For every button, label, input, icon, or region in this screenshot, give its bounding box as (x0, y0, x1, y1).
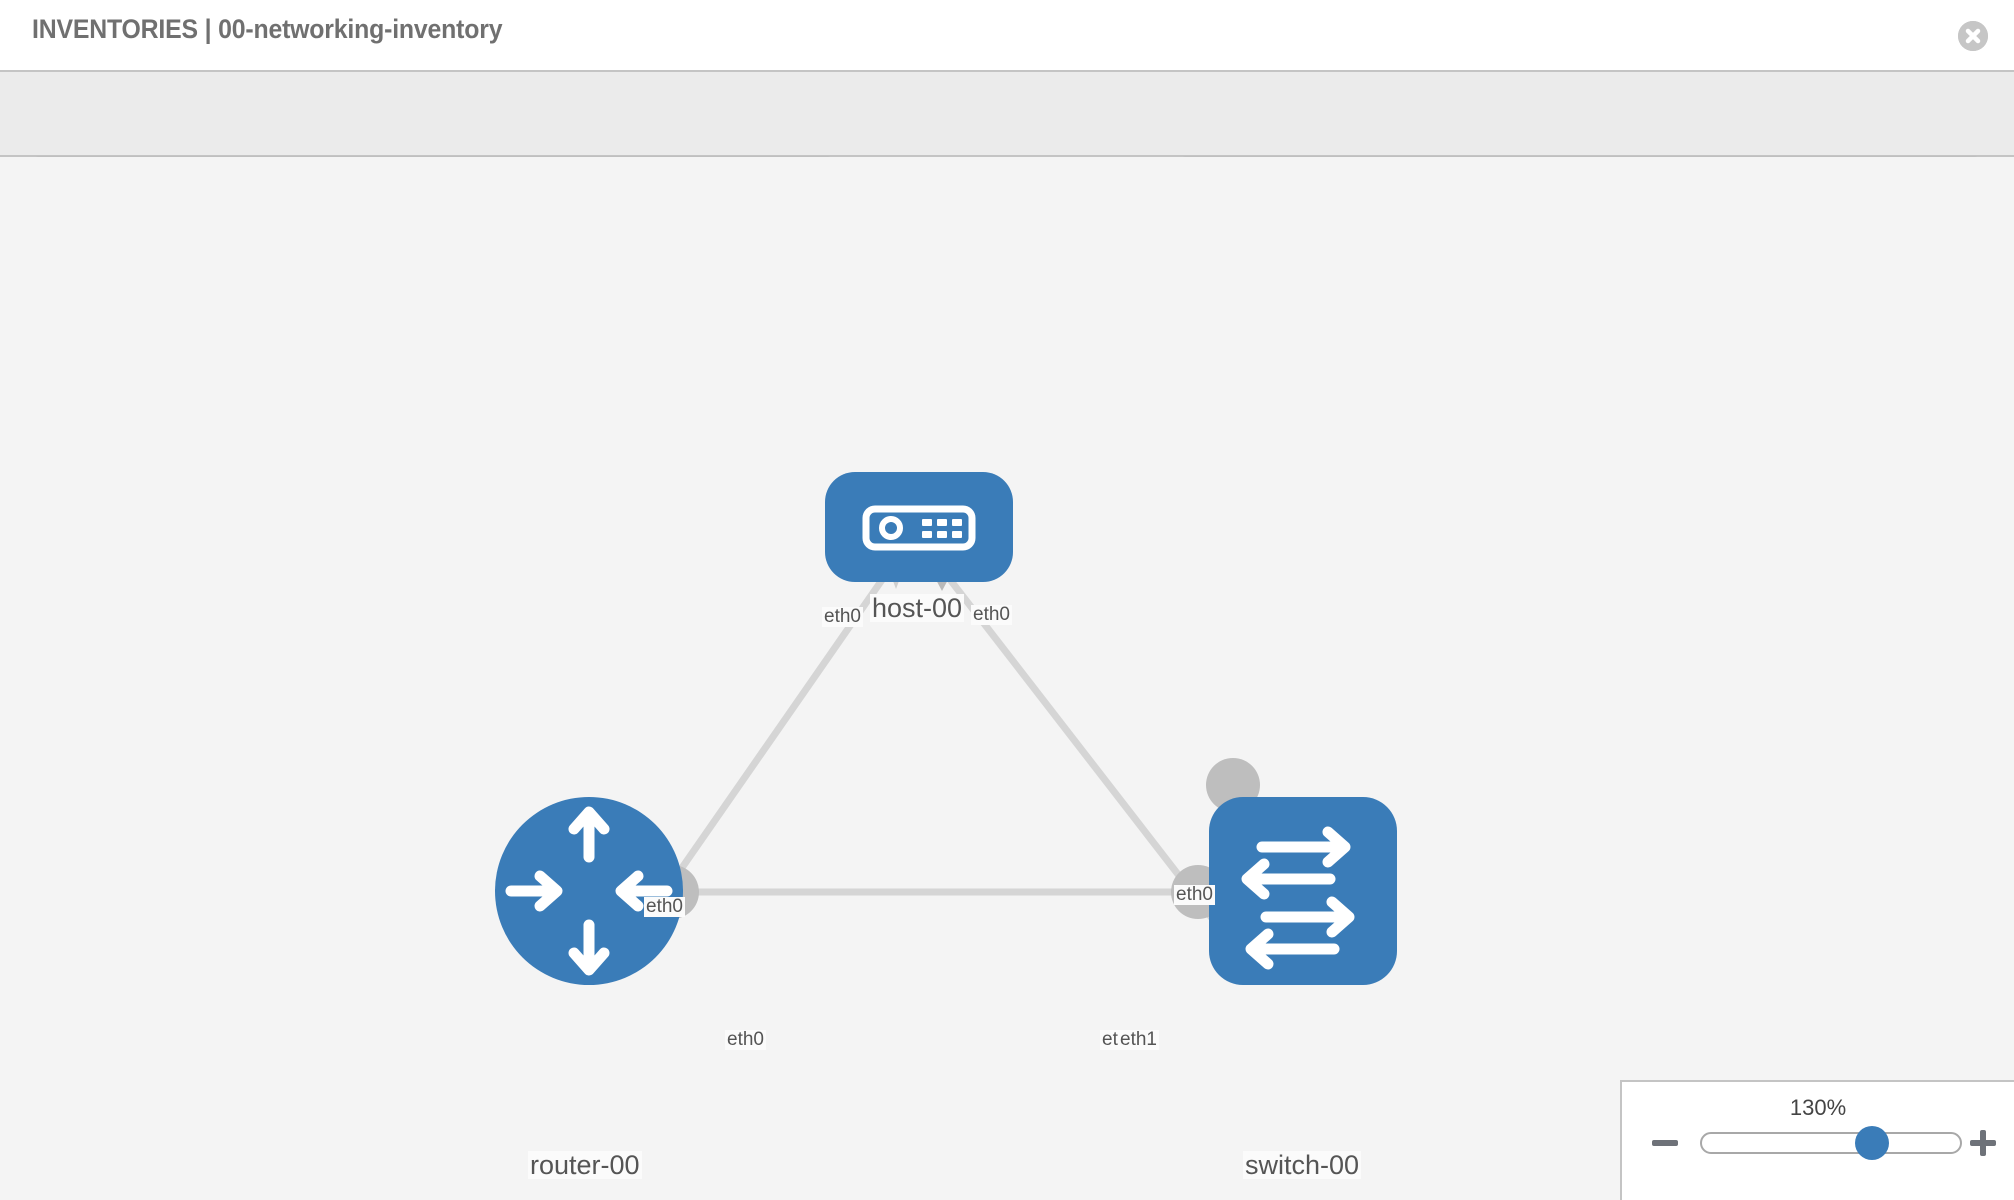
iface-label-host00-eth0-left: eth0 (822, 606, 863, 627)
zoom-slider-thumb[interactable] (1855, 1126, 1890, 1160)
node-label-host-00: host-00 (870, 593, 965, 623)
page-header: INVENTORIES | 00-networking-inventory (0, 0, 2014, 70)
zoom-in-button[interactable] (1968, 1128, 1998, 1158)
topology-graph (495, 472, 1397, 985)
zoom-control-panel: 130% (1620, 1080, 2014, 1200)
topology-canvas[interactable]: eth0 eth0 eth0 eth0 eth0 etl eth1 host-0… (0, 157, 2014, 1200)
toolbar: ACTIONS SEARCH (0, 70, 2014, 212)
node-host-00[interactable] (825, 472, 1013, 582)
topology-links (617, 574, 1231, 959)
zoom-out-button[interactable] (1650, 1128, 1680, 1158)
node-switch-00[interactable] (1209, 797, 1397, 985)
router-arrows-icon (505, 806, 673, 976)
node-router-00[interactable] (495, 797, 683, 985)
zoom-slider-track[interactable] (1700, 1132, 1962, 1154)
close-icon[interactable] (1958, 21, 1988, 51)
zoom-level-label: 130% (1789, 1095, 1847, 1120)
switch-arrows-icon (1241, 826, 1355, 970)
iface-label-switch00-eth1: eth1 (1118, 1029, 1159, 1050)
node-label-router-00: router-00 (528, 1150, 642, 1180)
iface-label-switch00-uplink-eth0: eth0 (1174, 884, 1215, 905)
iface-label-host00-eth0-right: eth0 (971, 604, 1012, 625)
iface-label-router00-eth0: eth0 (725, 1029, 766, 1050)
iface-label-router00-uplink-eth0: eth0 (644, 896, 685, 917)
page-title: INVENTORIES | 00-networking-inventory (32, 14, 503, 44)
node-label-switch-00: switch-00 (1243, 1150, 1362, 1180)
server-icon (862, 505, 976, 551)
